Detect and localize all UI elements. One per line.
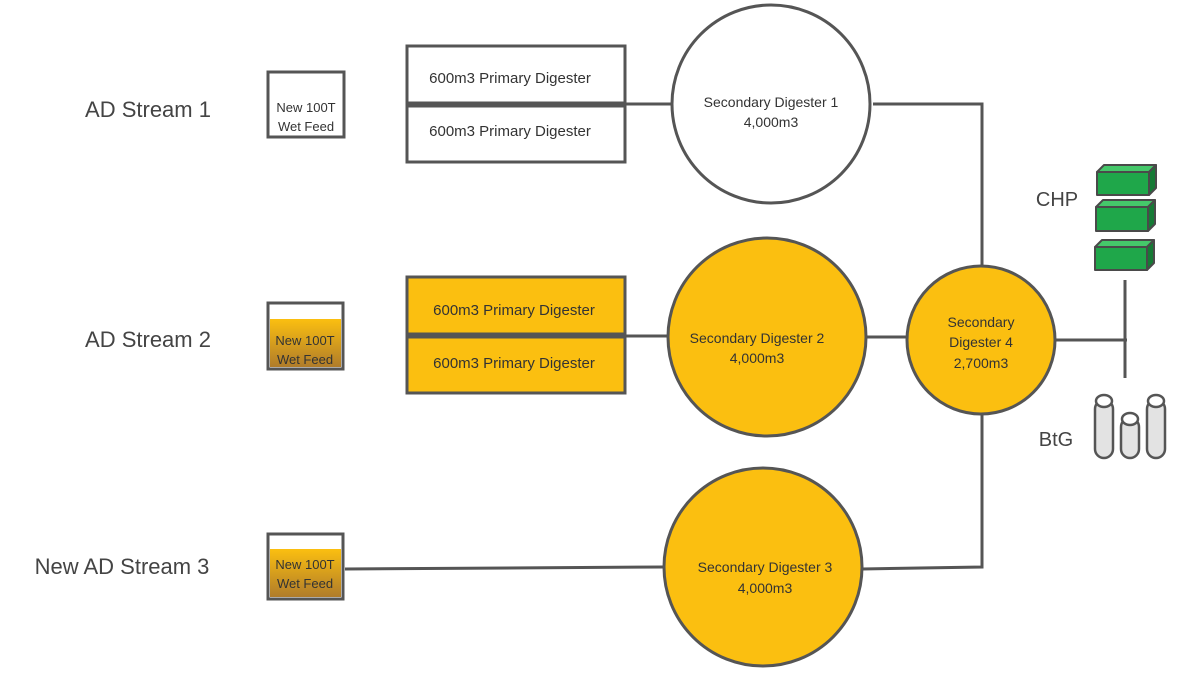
secondary-digester-2: Secondary Digester 2 4,000m3 (666, 236, 868, 438)
primary-digester-1b: 600m3 Primary Digester (405, 104, 627, 164)
secondary-4-line1: Secondary (948, 314, 1015, 330)
feed-3-line1: New 100T (275, 557, 334, 572)
btg-tanks-icon (1093, 393, 1167, 460)
line-feed-3-to-secondary-3 (344, 565, 665, 571)
feed-1-line1: New 100T (276, 100, 335, 115)
feed-3-line2: Wet Feed (277, 576, 333, 591)
feed-1-line2: Wet Feed (278, 119, 334, 134)
chp-unit-3-icon (1094, 239, 1155, 271)
feed-2-line2: Wet Feed (277, 352, 333, 367)
btg-label: BtG (1039, 429, 1073, 451)
btg-tank-1-icon (1093, 393, 1115, 460)
secondary-3-line2: 4,000m3 (738, 580, 793, 596)
primary-digester-1a: 600m3 Primary Digester (405, 44, 627, 105)
stream-label-1: AD Stream 1 (85, 97, 211, 122)
btg-tank-3-icon (1145, 393, 1167, 460)
chp-generators-icon (1094, 164, 1157, 271)
btg-tank-2-icon (1119, 411, 1141, 460)
chp-label: CHP (1036, 189, 1078, 211)
secondary-2-line1: Secondary Digester 2 (690, 330, 825, 346)
stream-label-2: AD Stream 2 (85, 327, 211, 352)
secondary-2-line2: 4,000m3 (730, 350, 785, 366)
feed-box-2: New 100T Wet Feed (266, 301, 345, 371)
chp-unit-2-icon (1095, 199, 1156, 232)
secondary-digester-4: Secondary Digester 4 2,700m3 (905, 264, 1057, 416)
feed-box-1: New 100T Wet Feed (266, 70, 346, 139)
secondary-3-line1: Secondary Digester 3 (698, 559, 833, 575)
feed-box-3: New 100T Wet Feed (266, 532, 345, 601)
chp-unit-1-icon (1096, 164, 1157, 196)
secondary-digester-3: Secondary Digester 3 4,000m3 (662, 466, 864, 668)
secondary-digester-1: Secondary Digester 1 4,000m3 (670, 3, 872, 205)
secondary-1-line2: 4,000m3 (744, 114, 799, 130)
feed-2-line1: New 100T (275, 333, 334, 348)
connector-lines (344, 102, 1127, 571)
secondary-4-line3: 2,700m3 (954, 355, 1009, 371)
secondary-1-line1: Secondary Digester 1 (704, 94, 839, 110)
primary-1a-label: 600m3 Primary Digester (429, 70, 591, 87)
primary-2b-label: 600m3 Primary Digester (433, 355, 595, 372)
line-secondary-1-to-4 (873, 102, 984, 267)
primary-digester-2a: 600m3 Primary Digester (405, 275, 627, 336)
secondary-4-line2: Digester 4 (949, 334, 1013, 350)
stream-label-3: New AD Stream 3 (35, 554, 210, 579)
line-secondary-3-to-4 (861, 404, 984, 571)
primary-1b-label: 600m3 Primary Digester (429, 123, 591, 140)
primary-digester-2b: 600m3 Primary Digester (405, 335, 627, 395)
primary-2a-label: 600m3 Primary Digester (433, 302, 595, 319)
